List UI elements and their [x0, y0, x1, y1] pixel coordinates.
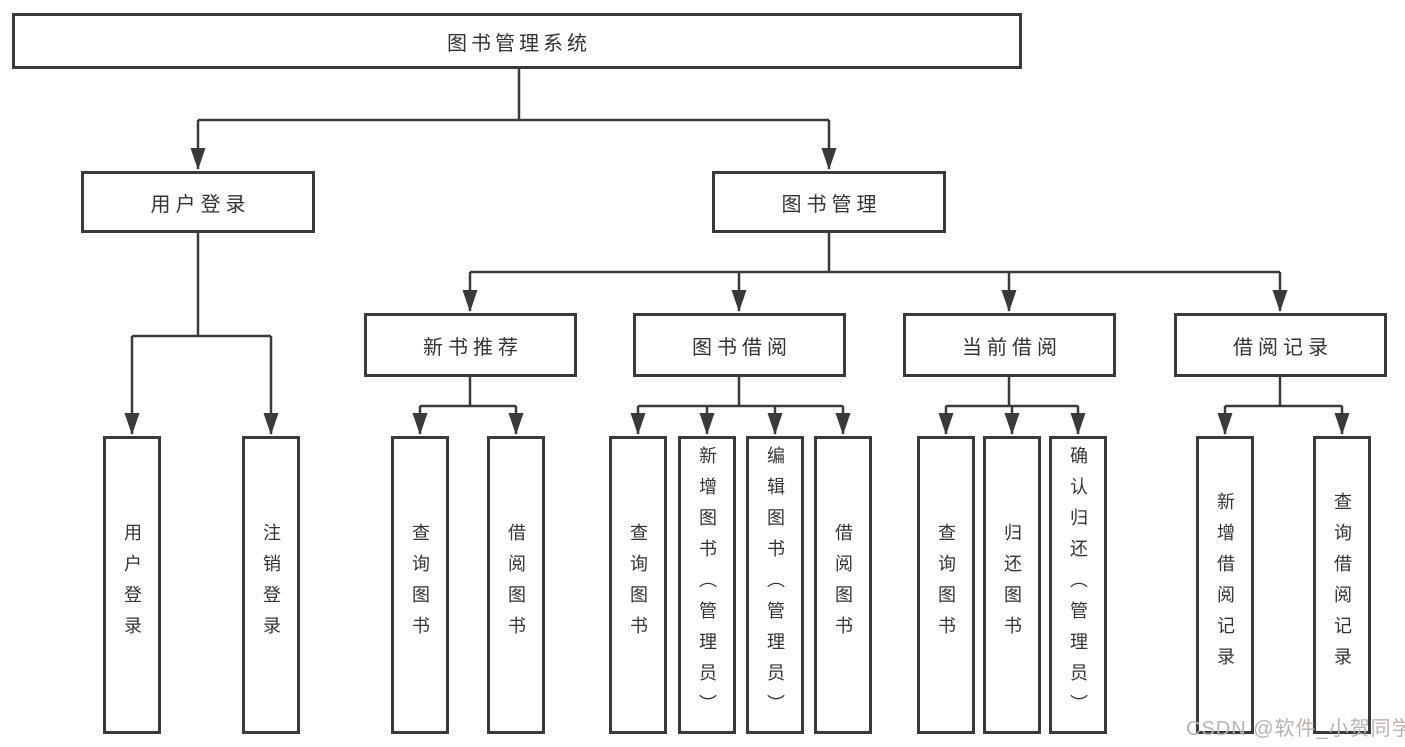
- leaf-query-borrow-record: 查询借阅记录: [1313, 436, 1371, 734]
- leaf-logout: 注销登录: [242, 436, 300, 734]
- leaf-query-books-current: 查询图书: [917, 436, 975, 734]
- node-label: 图书管理系统: [447, 32, 591, 55]
- node-label: 确认归还（管理员）: [1068, 445, 1088, 725]
- node-label: 借阅记录: [1233, 336, 1333, 359]
- node-label: 查询图书: [936, 523, 956, 647]
- node-label: 图书借阅: [692, 336, 792, 359]
- leaf-add-borrow-record: 新增借阅记录: [1196, 436, 1254, 734]
- leaf-borrow-books-recommend: 借阅图书: [487, 436, 545, 734]
- node-label: 用户登录: [150, 193, 251, 216]
- watermark: CSDN @软件_小贺同学: [1186, 718, 1405, 740]
- leaf-confirm-return-admin: 确认归还（管理员）: [1049, 436, 1107, 734]
- leaf-borrow-books: 借阅图书: [814, 436, 872, 734]
- node-label: 借阅图书: [833, 523, 853, 647]
- node-label: 归还图书: [1002, 523, 1022, 647]
- node-label: 编辑图书（管理员）: [765, 445, 785, 725]
- leaf-user-login: 用户登录: [103, 436, 161, 734]
- node-label: 当前借阅: [962, 336, 1062, 359]
- node-current-borrow: 当前借阅: [903, 313, 1116, 377]
- node-user-login-branch: 用户登录: [81, 171, 315, 233]
- node-label: 图书管理: [781, 193, 882, 216]
- node-label: 用户登录: [122, 523, 142, 647]
- leaf-edit-books-admin: 编辑图书（管理员）: [746, 436, 804, 734]
- node-label: 借阅图书: [506, 523, 526, 647]
- node-borrow-record: 借阅记录: [1174, 313, 1387, 377]
- node-label: 查询借阅记录: [1332, 492, 1352, 678]
- node-label: 新增借阅记录: [1215, 492, 1235, 678]
- leaf-return-books: 归还图书: [983, 436, 1041, 734]
- node-label: 查询图书: [410, 523, 430, 647]
- leaf-query-books-borrow: 查询图书: [609, 436, 667, 734]
- node-new-book-recommend: 新书推荐: [364, 313, 577, 377]
- node-library-management-system: 图书管理系统: [12, 13, 1022, 69]
- node-label: 新增图书（管理员）: [697, 445, 717, 725]
- node-label: 注销登录: [261, 523, 281, 647]
- node-book-borrow: 图书借阅: [633, 313, 846, 377]
- node-label: 查询图书: [628, 523, 648, 647]
- leaf-query-books-recommend: 查询图书: [391, 436, 449, 734]
- node-label: 新书推荐: [423, 336, 523, 359]
- leaf-add-books-admin: 新增图书（管理员）: [678, 436, 736, 734]
- node-book-management-branch: 图书管理: [712, 171, 946, 233]
